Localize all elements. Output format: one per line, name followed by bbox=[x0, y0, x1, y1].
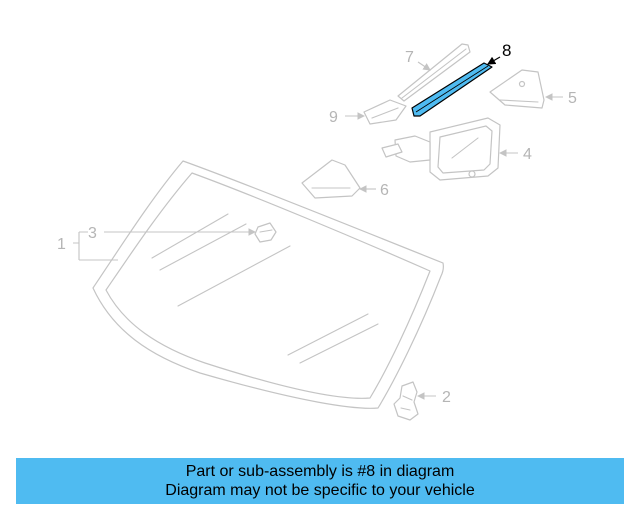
molding-strip-part[interactable] bbox=[397, 43, 471, 102]
callout-5: 5 bbox=[568, 90, 577, 107]
callout-9: 9 bbox=[329, 109, 338, 126]
mirror-assembly-part[interactable] bbox=[381, 117, 501, 181]
leader-8 bbox=[486, 56, 501, 65]
leader-1 bbox=[73, 231, 118, 261]
highlighted-part-8[interactable] bbox=[411, 62, 493, 117]
callout-7: 7 bbox=[405, 49, 414, 66]
sensor-cover-part[interactable] bbox=[301, 159, 361, 199]
info-banner: Part or sub-assembly is #8 in diagram Di… bbox=[16, 458, 624, 504]
bracket-clip-part[interactable] bbox=[393, 381, 419, 421]
banner-line-2: Diagram may not be specific to your vehi… bbox=[165, 482, 475, 499]
callout-8: 8 bbox=[502, 41, 511, 60]
callout-labels: 1 3 2 4 5 6 7 9 8 bbox=[57, 41, 577, 406]
mirror-cover-part[interactable] bbox=[489, 69, 545, 109]
banner-line-1: Part or sub-assembly is #8 in diagram bbox=[185, 463, 455, 480]
leader-lines bbox=[73, 56, 563, 400]
garnish-part[interactable] bbox=[363, 99, 407, 125]
callout-2: 2 bbox=[442, 389, 451, 406]
parts-diagram: 1 3 2 4 5 6 7 9 8 bbox=[57, 41, 577, 421]
callout-6: 6 bbox=[380, 182, 389, 199]
callout-4: 4 bbox=[523, 146, 532, 163]
callout-3: 3 bbox=[88, 225, 97, 242]
leader-7 bbox=[417, 61, 431, 71]
callout-1: 1 bbox=[57, 236, 66, 253]
windshield-part[interactable] bbox=[92, 160, 444, 409]
